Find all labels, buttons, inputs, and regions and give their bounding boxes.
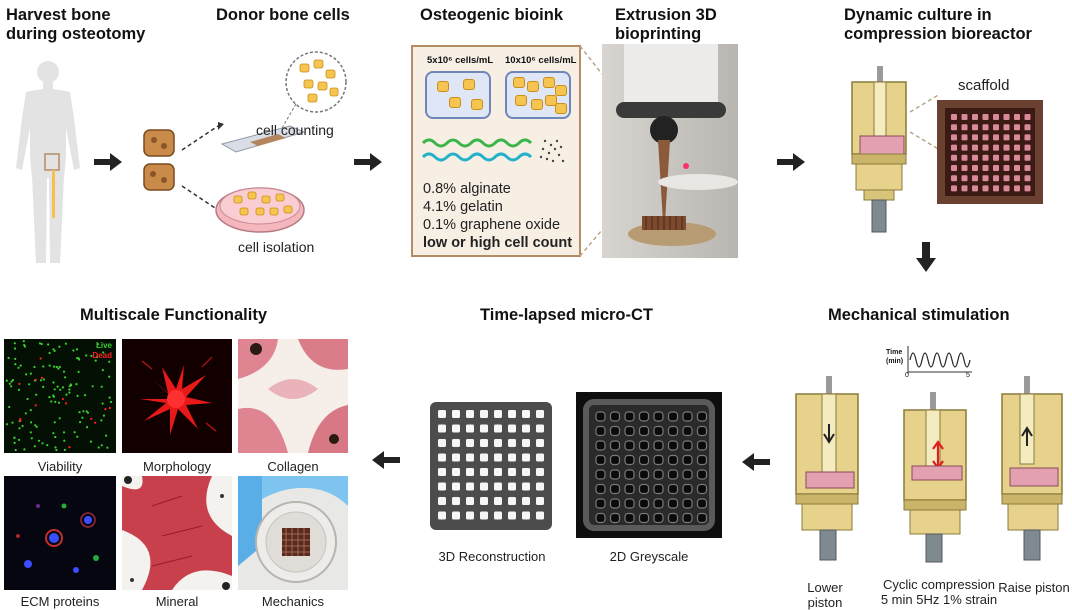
- viability-label: Viability: [37, 459, 83, 474]
- cyclic-compression-label: Cyclic compression 5 min 5Hz 1% strain: [876, 577, 1002, 607]
- human-silhouette-icon: [16, 61, 80, 263]
- gelatin-text: 4.1% gelatin: [423, 199, 503, 215]
- bioreactor-icon: [851, 66, 907, 233]
- ct-reconstruction-image: [422, 392, 560, 538]
- bioprinting-photo: [602, 44, 738, 258]
- bioreactor-cyclic-icon: [903, 392, 967, 563]
- scaffold-photo: [937, 100, 1043, 204]
- harvest-title-line1: Harvest bone: [6, 6, 111, 24]
- mineral-label: Mineral: [155, 594, 199, 609]
- collagen-label: Collagen: [267, 459, 319, 474]
- ct-greyscale-image: [576, 392, 722, 538]
- harvest-title: Harvest bone during osteotomy: [6, 6, 145, 44]
- raise-piston-label: Raise piston: [998, 580, 1070, 595]
- hemocytometer-icon: [220, 51, 347, 153]
- lower-piston-label: Lower piston: [807, 580, 843, 610]
- polymer-strands-icon: [421, 138, 565, 163]
- graphene-text: 0.1% graphene oxide: [423, 217, 561, 233]
- high-density-well: [505, 71, 571, 119]
- time-axis-label: Time (min): [886, 348, 903, 366]
- cyclic-line1: Cyclic compression: [883, 577, 995, 592]
- ecm-proteins-label: ECM proteins: [20, 594, 100, 609]
- low-density-label: 5x10⁶ cells/mL: [427, 55, 494, 66]
- bioink-connector-lines: [580, 45, 603, 257]
- live-label: Live: [95, 341, 112, 350]
- high-density-label: 10x10⁶ cells/mL: [505, 55, 577, 66]
- multiscale-title: Multiscale Functionality: [80, 306, 268, 324]
- bioink-title: Osteogenic bioink: [420, 6, 564, 24]
- scaffold-connector: [909, 93, 941, 151]
- arrow-left-2: [372, 451, 400, 469]
- microct-title: Time-lapsed micro-CT: [480, 306, 653, 324]
- extrusion-title: Extrusion 3D bioprinting: [615, 6, 717, 44]
- bioreactor-lower-icon: [795, 376, 859, 561]
- viability-image: Live Dead: [4, 339, 116, 453]
- cell-count-text: low or high cell count: [423, 235, 573, 251]
- dynamic-culture-title: Dynamic culture in compression bioreacto…: [844, 6, 1032, 44]
- time-label-line1: Time: [886, 349, 903, 356]
- cyclic-line2: 5 min 5Hz 1% strain: [880, 592, 998, 607]
- arrow-3: [777, 153, 805, 171]
- extrusion-title-line1: Extrusion 3D: [615, 6, 717, 24]
- cell-isolation-label: cell isolation: [238, 239, 315, 255]
- mechanics-image: [238, 476, 348, 590]
- bioink-panel: 5x10⁶ cells/mL 10x10⁶ cells/mL 0.8% algi…: [411, 45, 581, 257]
- dead-label: Dead: [92, 351, 112, 360]
- reconstruction-label: 3D Reconstruction: [438, 549, 546, 564]
- arrow-2: [354, 153, 382, 171]
- extrusion-title-line2: bioprinting: [615, 25, 702, 43]
- morphology-label: Morphology: [143, 459, 211, 474]
- greyscale-label: 2D Greyscale: [609, 549, 689, 564]
- cell-counting-label: cell counting: [256, 122, 334, 138]
- alginate-text: 0.8% alginate: [423, 181, 511, 197]
- arrow-down: [916, 242, 936, 272]
- donor-title: Donor bone cells: [216, 6, 350, 24]
- time-start: 0: [905, 372, 909, 379]
- low-density-well: [425, 71, 491, 119]
- mechanics-label: Mechanics: [261, 594, 325, 609]
- dynamic-title-line2: compression bioreactor: [844, 25, 1032, 43]
- arrow-left-1: [742, 453, 770, 471]
- sine-wave-graph: [907, 346, 972, 374]
- time-end: 5: [966, 372, 970, 379]
- collagen-image: [238, 339, 348, 453]
- morphology-image: [122, 339, 232, 453]
- arrow-1: [94, 153, 122, 171]
- bone-fragments-icon: [143, 129, 175, 191]
- petri-dish-icon: [215, 187, 305, 233]
- harvest-title-line2: during osteotomy: [6, 25, 146, 43]
- ecm-proteins-image: [4, 476, 116, 590]
- bioreactor-raise-icon: [1001, 376, 1063, 561]
- time-label-line2: (min): [886, 358, 904, 365]
- dynamic-title-line1: Dynamic culture in: [844, 6, 992, 24]
- mechanical-title: Mechanical stimulation: [828, 306, 1010, 324]
- mineral-image: [122, 476, 232, 590]
- scaffold-label: scaffold: [958, 77, 1010, 94]
